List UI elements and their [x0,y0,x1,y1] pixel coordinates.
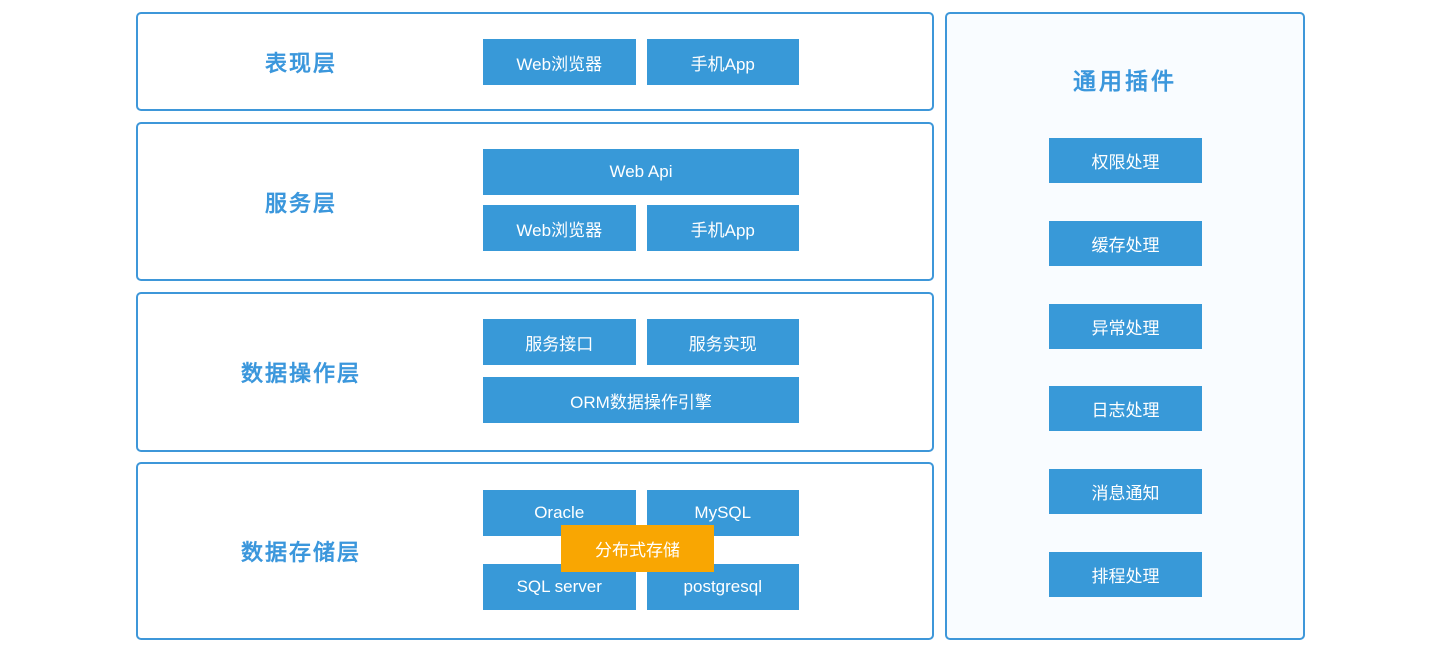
plugin-logging: 日志处理 [1049,386,1202,431]
layer-label-data-storage: 数据存储层 [240,540,361,565]
layer-presentation: 表现层 Web浏览器 手机App [136,12,934,111]
plugin-notification: 消息通知 [1049,469,1202,514]
plugin-permission: 权限处理 [1049,138,1202,183]
layer-label-data-operation: 数据操作层 [240,361,361,386]
node-service-interface: 服务接口 [483,319,636,365]
plugin-cache: 缓存处理 [1049,221,1202,266]
node-service-implementation: 服务实现 [646,319,799,365]
node-web-browser: Web浏览器 [483,205,636,251]
plugin-scheduling: 排程处理 [1049,552,1202,597]
node-oracle: Oracle [483,490,636,536]
layer-data-operation-nodes: 服务接口 服务实现 ORM数据操作引擎 [483,294,799,450]
plugins-panel-title: 通用插件 [1073,68,1177,94]
layer-service: 服务层 Web Api Web浏览器 手机App [136,122,934,281]
node-web-api: Web Api [483,149,799,195]
layer-presentation-nodes: Web浏览器 手机App [483,14,799,109]
layer-data-operation: 数据操作层 服务接口 服务实现 ORM数据操作引擎 [136,292,934,452]
node-distributed-storage: 分布式存储 [561,525,714,572]
layer-label-service: 服务层 [264,190,337,216]
layer-service-nodes: Web Api Web浏览器 手机App [483,124,799,279]
layer-data-storage-nodes: Oracle MySQL SQL server postgresql 分布式存储 [483,464,799,638]
node-mobile-app: 手机App [646,39,799,85]
node-postgresql: postgresql [646,564,799,610]
node-sql-server: SQL server [483,564,636,610]
plugins-panel: 通用插件 权限处理 缓存处理 异常处理 日志处理 消息通知 排程处理 [945,12,1305,640]
layer-label-presentation: 表现层 [264,50,337,76]
node-web-browser: Web浏览器 [483,39,636,85]
node-orm-engine: ORM数据操作引擎 [483,377,799,423]
node-mobile-app: 手机App [646,205,799,251]
plugin-exception: 异常处理 [1049,304,1202,349]
layer-data-storage: 数据存储层 Oracle MySQL SQL server postgresql… [136,462,934,640]
